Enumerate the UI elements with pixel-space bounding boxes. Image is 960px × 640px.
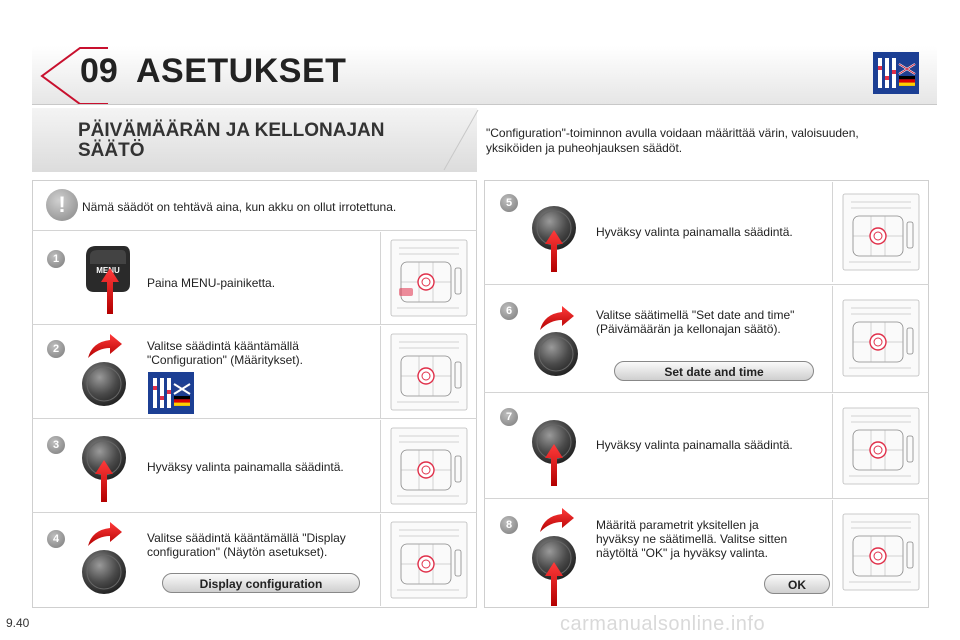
- rotate-arrow-icon: [540, 306, 574, 330]
- row-divider: [32, 418, 477, 419]
- step-4-line-1: Valitse säädintä kääntämällä "Display: [147, 531, 346, 545]
- chapter-number: 09: [80, 52, 118, 90]
- watermark: carmanualsonline.info: [560, 613, 766, 635]
- press-knob-icon: [532, 420, 576, 486]
- step-5-text: Hyväksy valinta painamalla säädintä.: [596, 225, 793, 239]
- step-4-line-2: configuration" (Näytön asetukset).: [147, 545, 328, 559]
- intro-text: "Configuration"-toiminnon avulla voidaan…: [486, 126, 926, 156]
- step-2-line-2: "Configuration" (Määritykset).: [147, 353, 303, 367]
- step-number-badge: 7: [500, 408, 518, 426]
- warning-text: Nämä säädöt on tehtävä aina, kun akku on…: [82, 200, 397, 214]
- section-title: PÄIVÄMÄÄRÄN JA KELLONAJAN SÄÄTÖ: [78, 121, 418, 161]
- step-3-radio-thumbnail: [380, 420, 477, 512]
- step-8-line-3: näytöltä "OK" ja hyväksy valinta.: [596, 546, 768, 560]
- title-band-diagonal: [443, 109, 479, 171]
- set-date-and-time-button[interactable]: Set date and time: [614, 361, 814, 381]
- step-8-line-1: Määritä parametrit yksitellen ja: [596, 518, 759, 532]
- row-divider: [484, 498, 929, 499]
- press-knob-icon: [82, 436, 126, 502]
- ok-button[interactable]: OK: [764, 574, 830, 594]
- settings-flag-icon: [873, 52, 919, 94]
- step-6-radio-thumbnail: [832, 286, 929, 392]
- menu-button-icon: MENU: [86, 246, 130, 314]
- step-1-radio-thumbnail: [380, 232, 477, 324]
- step-6-text: Valitse säätimellä "Set date and time" (…: [596, 308, 826, 336]
- rotate-arrow-icon: [88, 334, 122, 358]
- step-5-radio-thumbnail: [832, 182, 929, 282]
- warning-icon: !: [46, 189, 78, 221]
- row-divider: [484, 284, 929, 285]
- row-divider: [32, 324, 477, 325]
- header-divider: [32, 104, 937, 105]
- step-6-line-2: (Päivämäärän ja kellonajan säätö).: [596, 322, 781, 336]
- step-8-radio-thumbnail: [832, 500, 929, 606]
- row-divider: [484, 392, 929, 393]
- step-4-radio-thumbnail: [380, 514, 477, 606]
- rotate-arrow-icon: [540, 508, 574, 532]
- chapter-header: [32, 46, 937, 104]
- page-number: 9.40: [6, 616, 30, 630]
- step-3-text: Hyväksy valinta painamalla säädintä.: [147, 460, 344, 474]
- press-knob-icon: [532, 206, 576, 272]
- step-2-text: Valitse säädintä kääntämällä "Configurat…: [147, 339, 377, 367]
- step-number-badge: 8: [500, 516, 518, 534]
- step-8-text: Määritä parametrit yksitellen ja hyväksy…: [596, 518, 826, 560]
- rotary-knob-icon: [82, 362, 126, 406]
- row-divider: [32, 230, 477, 231]
- step-7-text: Hyväksy valinta painamalla säädintä.: [596, 438, 793, 452]
- display-configuration-button[interactable]: Display configuration: [162, 573, 360, 593]
- step-number-badge: 4: [47, 530, 65, 548]
- step-4-text: Valitse säädintä kääntämällä "Display co…: [147, 531, 377, 559]
- step-number-badge: 1: [47, 250, 65, 268]
- step-8-line-2: hyväksy ne säätimellä. Valitse sitten: [596, 532, 788, 546]
- step-number-badge: 6: [500, 302, 518, 320]
- step-number-badge: 2: [47, 340, 65, 358]
- rotary-knob-icon: [534, 332, 578, 376]
- section-title-line-1: PÄIVÄMÄÄRÄN JA KELLONAJAN: [78, 120, 385, 141]
- step-7-radio-thumbnail: [832, 394, 929, 498]
- chapter-title: ASETUKSET: [136, 52, 347, 90]
- section-title-band: [32, 108, 477, 172]
- step-number-badge: 3: [47, 436, 65, 454]
- step-2-line-1: Valitse säädintä kääntämällä: [147, 339, 299, 353]
- configuration-icon: [148, 372, 194, 414]
- section-title-line-2: SÄÄTÖ: [78, 140, 145, 161]
- rotate-arrow-icon: [88, 522, 122, 546]
- intro-line-2: yksiköiden ja puheohjauksen säädöt.: [486, 141, 683, 155]
- menu-key-label: MENU: [96, 266, 120, 275]
- step-1-text: Paina MENU-painiketta.: [147, 276, 276, 290]
- menu-key-highlight: [399, 288, 413, 296]
- step-6-line-1: Valitse säätimellä "Set date and time": [596, 308, 795, 322]
- rotary-knob-icon: [82, 550, 126, 594]
- row-divider: [32, 512, 477, 513]
- step-number-badge: 5: [500, 194, 518, 212]
- intro-line-1: "Configuration"-toiminnon avulla voidaan…: [486, 126, 859, 140]
- step-2-radio-thumbnail: [380, 326, 477, 418]
- press-knob-icon: [532, 536, 576, 606]
